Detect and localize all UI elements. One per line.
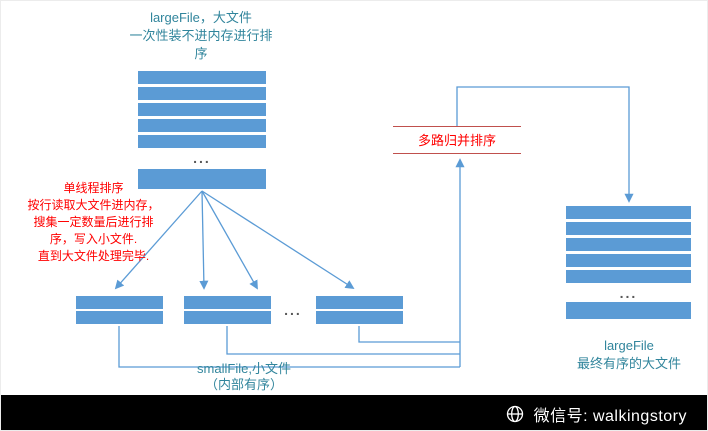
small-file-1 [76,296,163,326]
file-segment [566,270,691,283]
collector-line-middle [226,326,460,355]
file-segment [566,238,691,251]
result-file-caption-line1: largeFile [604,338,654,353]
source-file-title-line3: 序 [194,46,208,61]
file-segment [138,71,266,84]
source-file-tail-segment [138,169,266,189]
result-file-ellipsis: ... [619,285,638,301]
result-file-caption: largeFile 最终有序的大文件 [559,337,699,373]
split-arrow-3 [201,190,258,290]
wechat-id-text: 微信号: walkingstory [533,407,687,425]
result-file-stack [566,206,691,286]
file-segment [566,222,691,235]
process-note-line4: 序，写入小文件. [49,232,138,246]
process-note: 单线程排序 按行读取大文件进内存， 搜集一定数量后进行排 序，写入小文件. 直到… [16,180,171,265]
footer-bar: 微信号: walkingstory [1,395,707,430]
small-file-3 [316,296,403,326]
small-files-caption: smallFile,小文件 （内部有序） [169,361,319,393]
process-note-line5: 直到大文件处理完毕. [37,249,150,263]
file-segment [566,254,691,267]
source-file-ellipsis: ... [193,150,211,166]
process-note-line2: 按行读取大文件进内存， [27,198,160,212]
source-file-stack [138,71,266,151]
source-file-title-line1: largeFile，大文件 [150,10,252,25]
split-arrow-4 [201,190,355,289]
globe-icon [505,404,525,424]
source-file-title: largeFile，大文件 一次性装不进内存进行排 序 [106,9,296,63]
result-file-tail-segment [566,302,691,319]
file-segment [138,103,266,116]
file-segment [184,296,271,309]
small-files-ellipsis: ... [284,302,302,318]
merge-step-node: 多路归并排序 [393,126,521,154]
small-files-caption-line1: smallFile,小文件 [197,361,291,376]
file-segment [138,119,266,132]
small-files-caption-line2: （内部有序） [204,377,283,392]
file-segment [138,135,266,148]
result-file-caption-line2: 最终有序的大文件 [576,356,681,371]
file-segment [566,206,691,219]
file-segment [138,87,266,100]
small-file-2 [184,296,271,326]
split-arrow-2 [199,190,209,290]
file-segment [316,311,403,324]
file-segment [316,296,403,309]
file-segment [76,311,163,324]
source-file-title-line2: 一次性装不进内存进行排 [129,28,273,43]
file-segment [76,296,163,309]
collector-line-right [358,326,460,343]
process-note-line1: 单线程排序 [63,181,124,195]
file-segment [184,311,271,324]
process-note-line3: 搜集一定数量后进行排 [33,215,154,229]
